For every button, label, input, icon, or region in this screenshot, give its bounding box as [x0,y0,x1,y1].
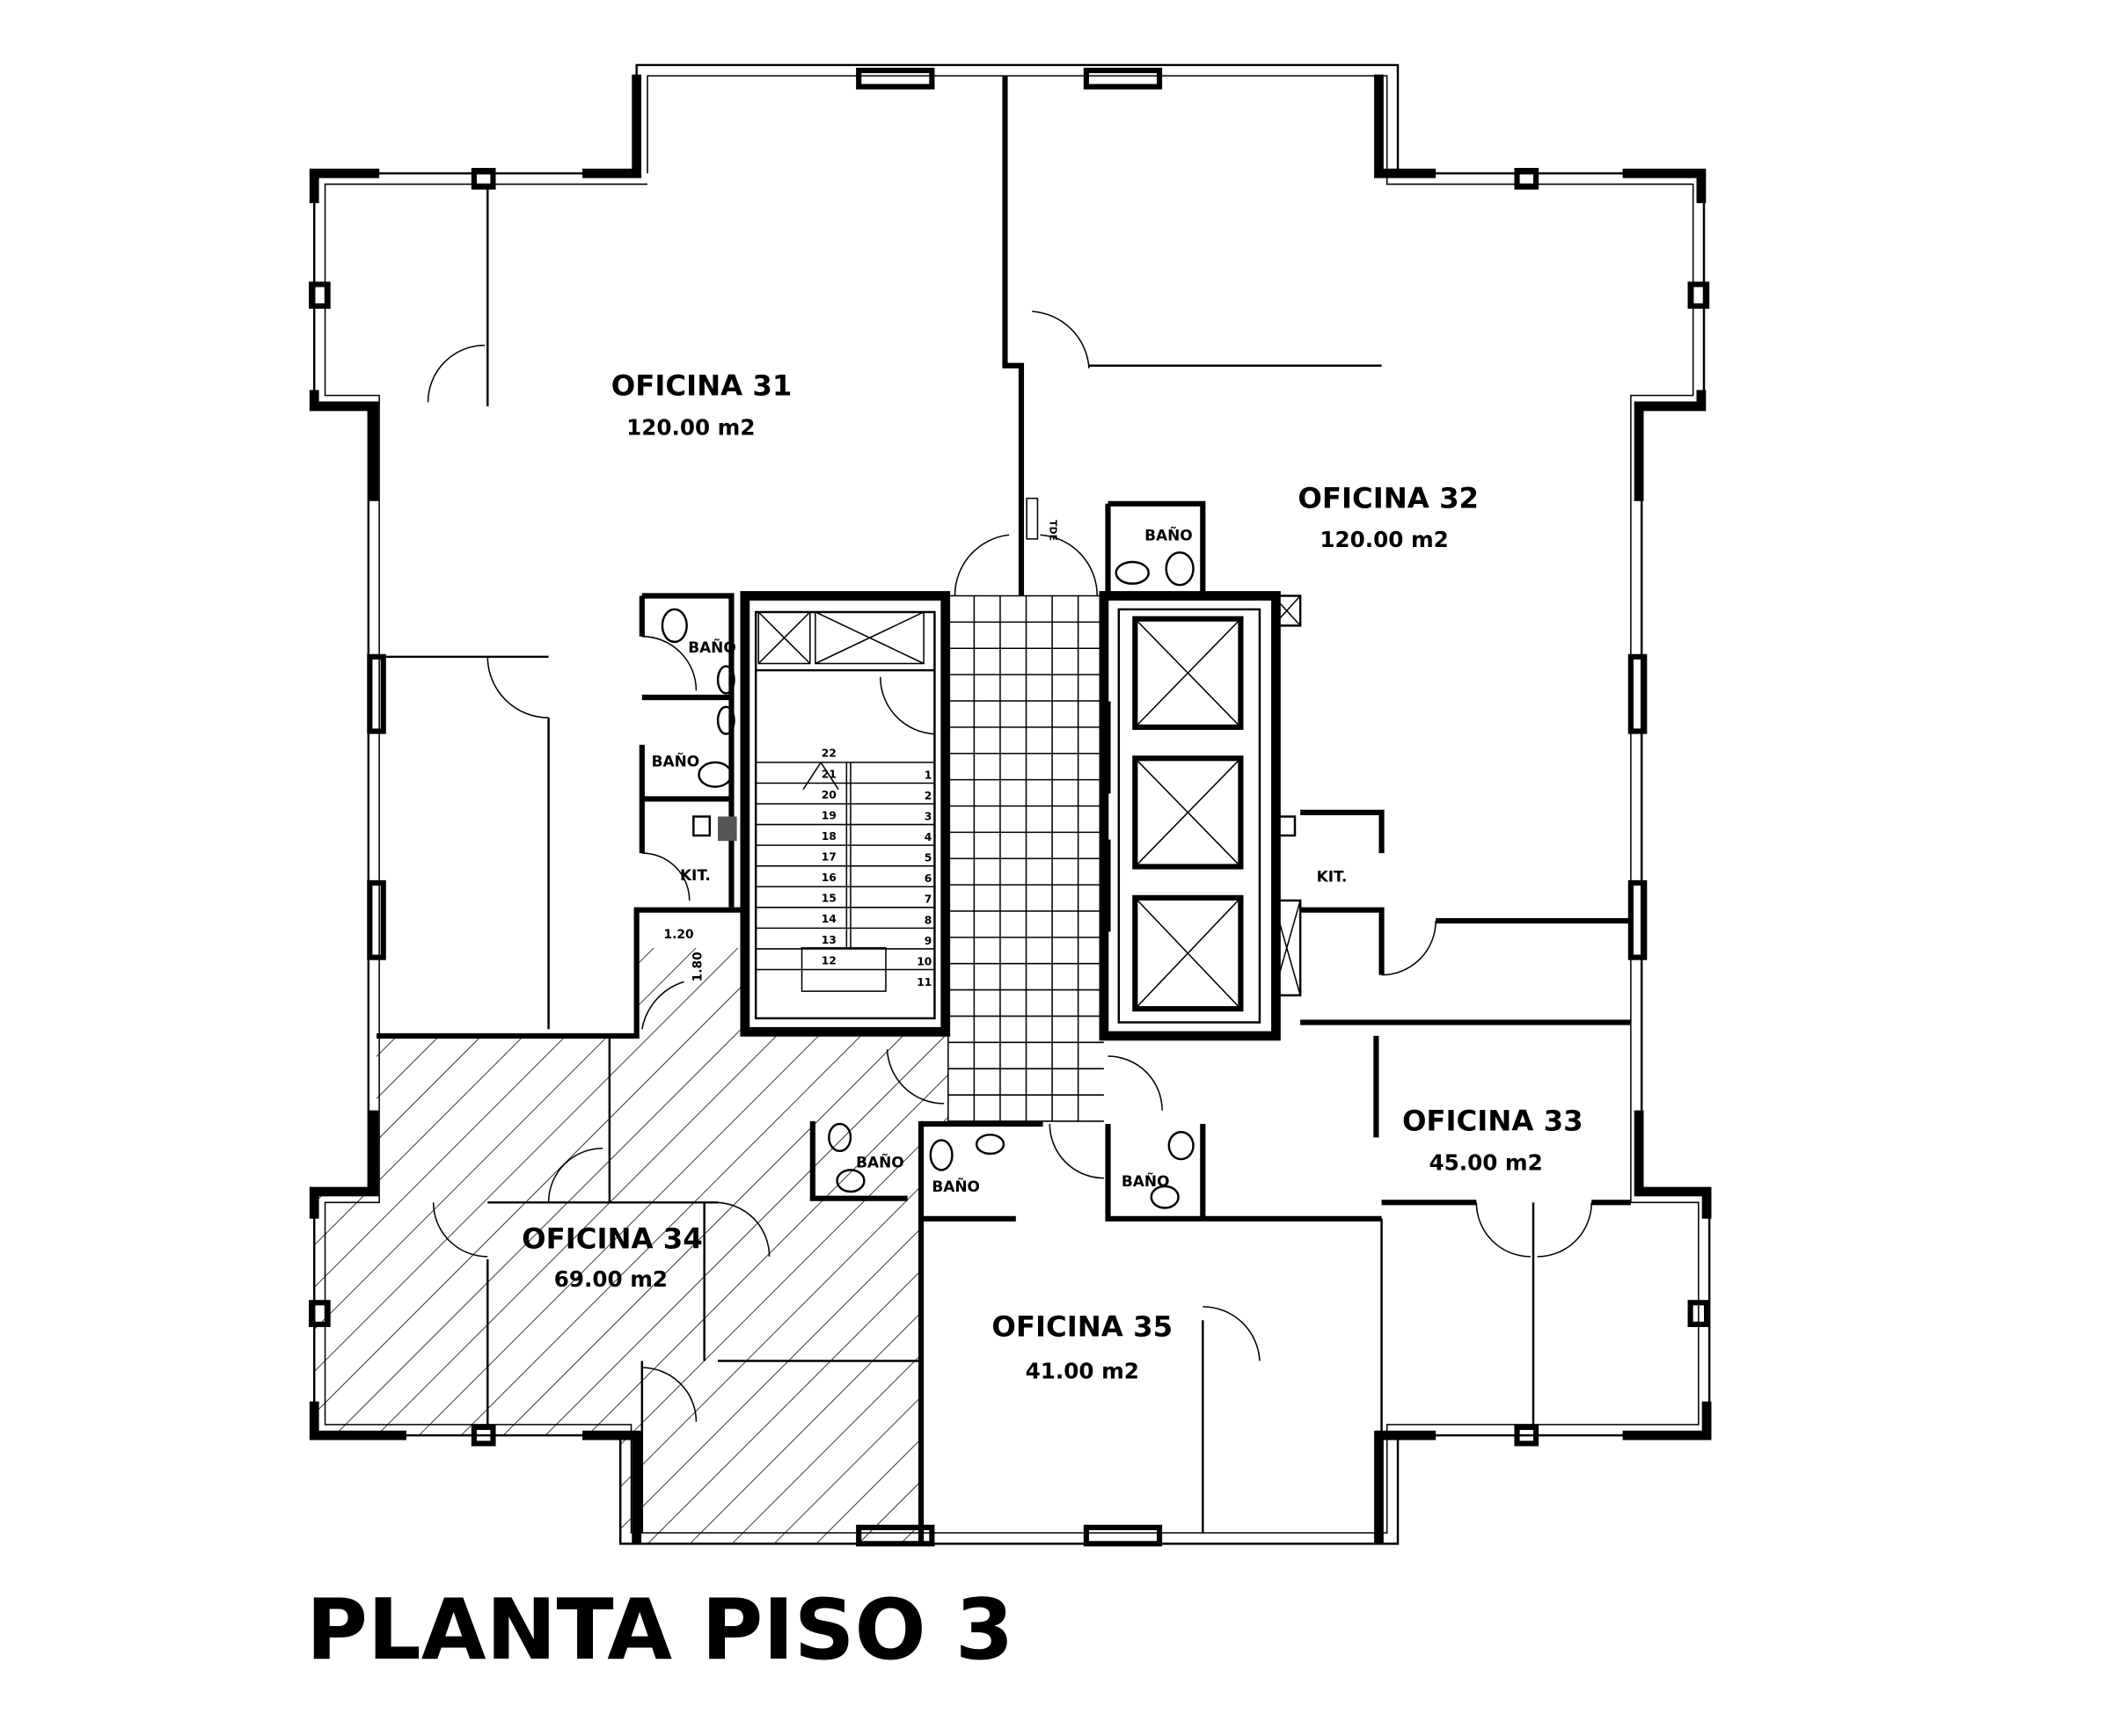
office-34-hatch [314,947,948,1544]
toilet-icon [929,1139,954,1171]
bathroom-label: BAÑO [1122,1171,1170,1190]
elevator-car-3 [1132,894,1244,1012]
office-34-name: OFICINA 34 [522,1222,703,1256]
stair-step-number: 11 [917,976,932,988]
plan-title: PLANTA PISO 3 [306,1580,1013,1679]
stair-step-number: 3 [925,810,932,822]
elevator-car-2 [1132,755,1244,870]
office-32-name: OFICINA 32 [1298,481,1479,514]
dimension-width: 1.20 [663,928,693,942]
bathroom-label: BAÑO [932,1176,980,1195]
stair-step-number: 19 [822,809,837,821]
stove-icon [718,816,737,842]
stair-step-number: 2 [925,790,932,802]
electrical-panel-label: TDE [1047,520,1058,541]
sink-icon [975,1134,1005,1156]
stair-step-number: 15 [822,893,837,905]
stair-step-number: 10 [917,955,932,967]
office-33-area: 45.00 m2 [1429,1149,1542,1175]
stair-step-number: 7 [925,894,932,906]
office-32-area: 120.00 m2 [1320,527,1448,552]
doors [427,310,1592,1422]
sink-icon [828,1122,852,1153]
stair-step-number: 5 [925,852,932,864]
stair-step-number: 1 [925,769,932,781]
kitchen-label: KIT. [1317,867,1348,885]
office-35-name: OFICINA 35 [991,1310,1173,1344]
stair-step-number: 16 [822,872,837,884]
stair-step-number: 6 [925,872,932,885]
office-35-area: 41.00 m2 [1026,1358,1139,1383]
kitchen-label: KIT. [680,866,711,884]
sink-icon [716,705,735,735]
elevator-car-1 [1132,616,1244,730]
stair-step-number: 12 [822,954,837,966]
stair-step-number: 9 [925,935,932,947]
sink-icon [716,665,735,695]
stair-step-number: 18 [822,830,837,842]
interior-walls [377,76,1631,1544]
bathroom-label: BAÑO [652,751,700,770]
kitchen-sink-icon [1277,815,1297,837]
kitchen-sink-icon [692,815,712,837]
office-33-name: OFICINA 33 [1402,1105,1583,1138]
stair-step-number: 20 [822,789,837,801]
toilet-icon [836,1169,866,1193]
stair-step-number: 22 [822,748,837,760]
office-34-area: 69.00 m2 [554,1266,668,1292]
office-31-area: 120.00 m2 [626,414,755,440]
stair-step-number: 4 [925,831,932,843]
corridor-floor-grid [947,594,1104,1122]
columns [309,68,1712,1547]
toilet-icon [661,608,688,644]
office-31-name: OFICINA 31 [611,369,793,403]
toilet-icon [698,761,733,788]
electrical-panel-icon [1026,497,1039,540]
stair-step-number: 14 [822,913,837,925]
sink-icon [1115,560,1150,585]
bathroom-label: BAÑO [688,637,736,656]
fixtures [661,497,1297,1209]
elevator-core [1099,591,1302,1041]
bathroom-label: BAÑO [1144,524,1193,543]
bathroom-label: BAÑO [856,1151,904,1171]
toilet-icon [1165,551,1195,587]
stair-step-number: 8 [925,914,932,926]
dimension-depth: 1.80 [691,952,706,981]
toilet-icon [1167,1131,1195,1161]
stair-step-number: 13 [822,934,837,946]
stair-step-number: 17 [822,851,837,864]
toilet-icon [1150,1185,1180,1209]
